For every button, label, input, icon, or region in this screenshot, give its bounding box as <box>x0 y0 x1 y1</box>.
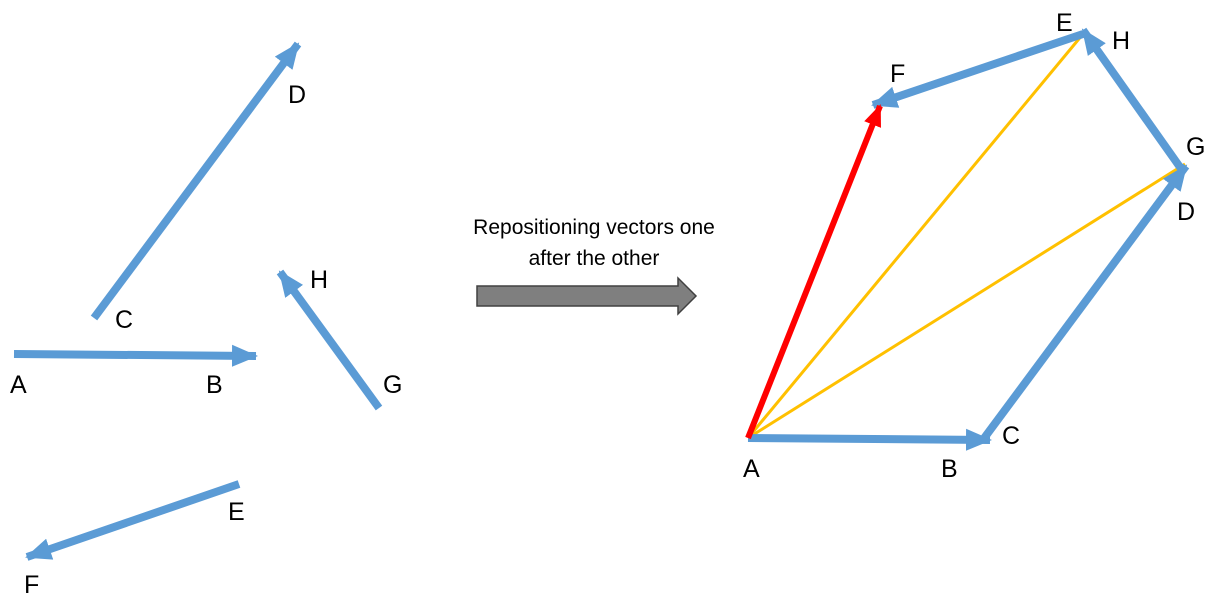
right-label-f: F <box>890 60 905 88</box>
right-panel: A B C D E F G H <box>743 9 1205 483</box>
left-label-f: F <box>24 571 39 599</box>
vector-cd-repositioned <box>978 163 1190 444</box>
right-label-b: B <box>941 455 958 483</box>
left-panel: A B C D E F G H <box>10 41 402 599</box>
vector-gh <box>276 269 383 411</box>
left-label-c: C <box>115 306 133 334</box>
partial-sum-ae <box>746 33 1085 439</box>
vector-ab-repositioned <box>747 428 992 451</box>
right-label-a: A <box>743 455 760 483</box>
vector-gh-repositioned <box>1079 27 1186 173</box>
left-label-a: A <box>10 371 27 399</box>
vector-ab <box>13 344 258 367</box>
left-label-d: D <box>288 81 306 109</box>
right-label-d: D <box>1177 198 1195 226</box>
vector-ef-repositioned <box>871 30 1085 109</box>
partial-sum-ag <box>747 162 1186 440</box>
caption-line-1: Repositioning vectors one <box>473 216 715 239</box>
block-arrow <box>476 276 698 316</box>
right-label-e: E <box>1056 9 1073 37</box>
caption-line-2: after the other <box>528 247 660 270</box>
left-label-b: B <box>206 371 223 399</box>
resultant-vector <box>745 104 883 440</box>
left-label-g: G <box>383 371 402 399</box>
right-label-h: H <box>1112 27 1130 55</box>
left-label-e: E <box>228 498 245 526</box>
left-label-h: H <box>310 266 328 294</box>
vector-cd <box>90 41 302 321</box>
right-label-g: G <box>1186 133 1205 161</box>
vector-ef <box>25 480 241 561</box>
right-label-c: C <box>1002 422 1020 450</box>
diagram-caption: Repositioning vectors one after the othe… <box>440 212 748 274</box>
